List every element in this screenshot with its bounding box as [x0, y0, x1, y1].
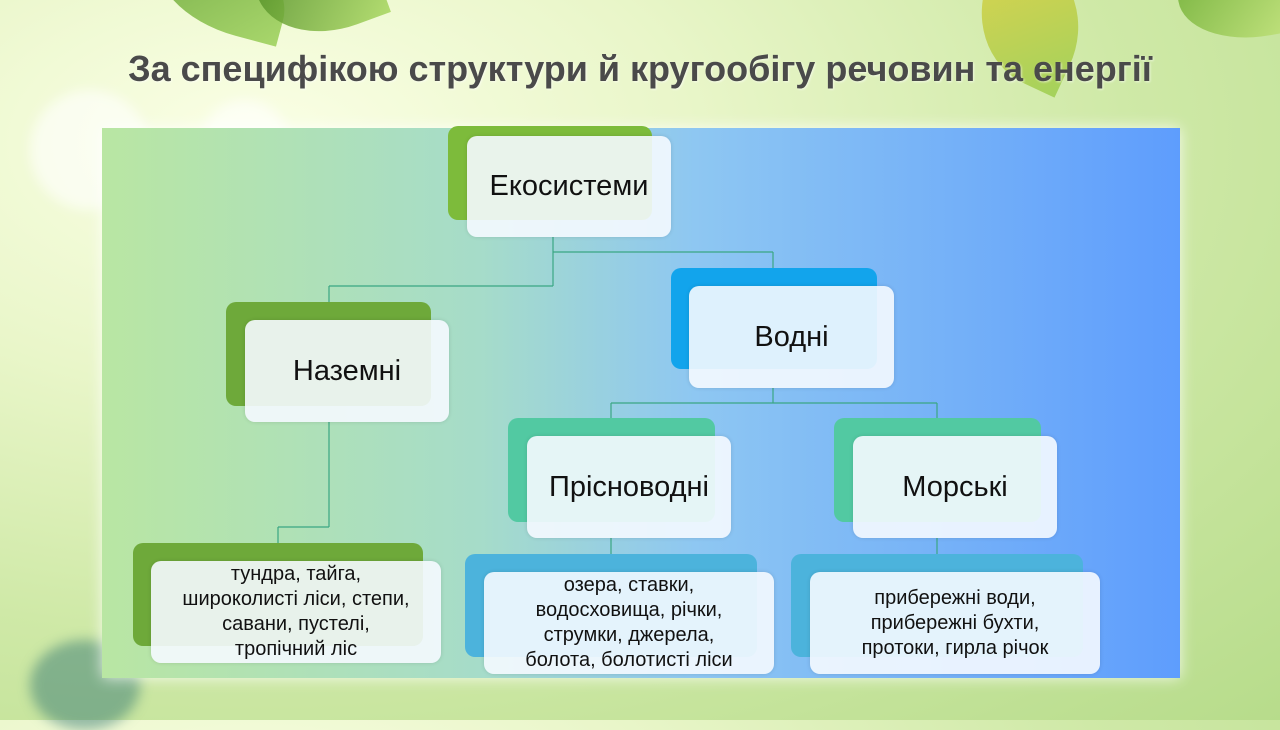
example-line: савани, пустелі,: [222, 613, 370, 635]
example-line: болота, болотисті ліси: [525, 649, 733, 671]
terrestrial-examples: тундра, тайга, широколисті ліси, степи, …: [151, 561, 441, 663]
slide-title: За специфікою структури й кругообігу реч…: [128, 48, 1152, 89]
freshwater-node-label: Прісноводні: [548, 470, 709, 503]
example-line: озера, ставки,: [563, 574, 695, 596]
root-node-label: Екосистеми: [489, 170, 649, 202]
root-node: Екосистеми: [467, 136, 671, 237]
example-line: тропічний ліс: [234, 638, 358, 660]
aquatic-node: Водні: [689, 286, 894, 388]
terrestrial-node: Наземні: [245, 320, 449, 422]
marine-node: Морські: [853, 436, 1057, 538]
example-line: широколисті ліси, степи,: [182, 588, 410, 610]
example-line: прибережні води,: [874, 586, 1036, 609]
example-line: протоки, гирла річок: [861, 636, 1049, 659]
aquatic-node-label: Водні: [754, 320, 829, 353]
marine-node-label: Морські: [902, 470, 1008, 503]
terrestrial-node-label: Наземні: [292, 354, 402, 387]
example-line: тундра, тайга,: [230, 563, 362, 585]
freshwater-examples: озера, ставки, водосховища, річки, струм…: [484, 572, 774, 674]
freshwater-node: Прісноводні: [527, 436, 731, 538]
example-line: струмки, джерела,: [543, 624, 715, 646]
example-line: водосховища, річки,: [535, 599, 723, 621]
example-line: прибережні бухти,: [870, 611, 1040, 634]
marine-examples: прибережні води, прибережні бухти, прото…: [810, 572, 1100, 674]
